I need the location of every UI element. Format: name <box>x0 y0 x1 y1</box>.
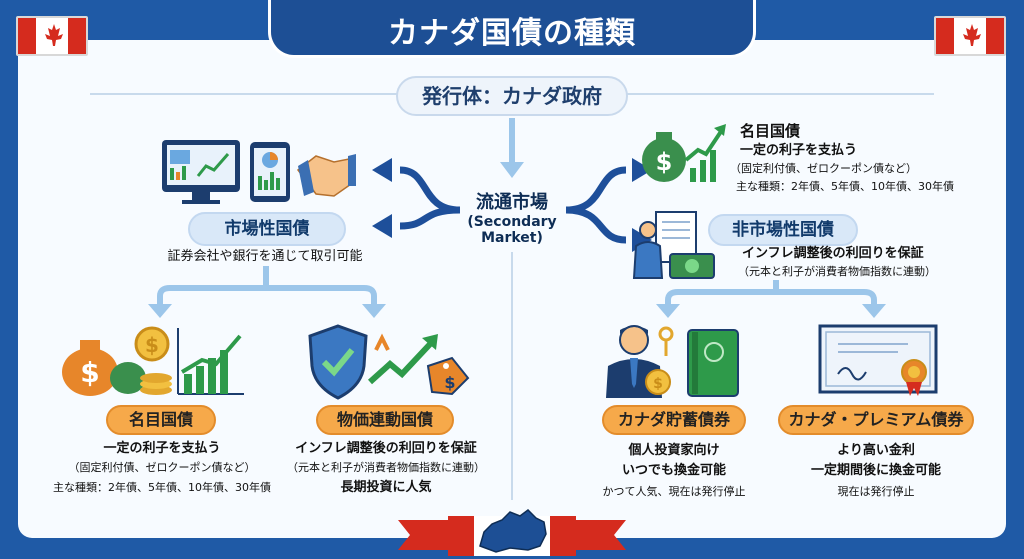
premium-line2: 一定期間後に換金可能 <box>810 463 941 478</box>
inflation-line3: 長期投資に人気 <box>340 480 432 495</box>
left-nominal-line1: 一定の利子を支払う <box>103 441 221 456</box>
savings-line1: 個人投資家向け <box>628 443 720 458</box>
right-nominal-title: 名目国債 <box>740 122 801 140</box>
svg-text:$: $ <box>653 376 663 392</box>
inflation-line1: インフレ調整後の利回りを保証 <box>295 441 477 456</box>
person-document-cash-icon <box>632 211 715 279</box>
inflation-line2: （元本と利子が消費者物価指数に連動） <box>287 461 485 474</box>
secondary-market-label: 流通市場 (Secondary Market) <box>444 188 580 246</box>
left-nominal-bonds-tag: 名目国債 <box>106 405 216 435</box>
secondary-market-title: 流通市場 <box>476 192 548 213</box>
svg-text:$: $ <box>444 373 455 392</box>
canada-premium-bonds-tag: カナダ・プレミアム債券 <box>778 405 974 435</box>
issuer-pill: 発行体：カナダ政府 <box>396 76 628 116</box>
left-nominal-line2: （固定利付債、ゼロクーポン債など） <box>68 461 256 474</box>
savings-line3: かつて人気、現在は発行停止 <box>602 485 746 498</box>
money-bag-growth-icon: $ <box>642 124 726 182</box>
left-nominal-line3: 主な種類：2年債、5年債、10年債、30年債 <box>53 481 271 494</box>
secondary-market-en-2: Market) <box>481 230 543 246</box>
investor-passbook-icon: $ <box>606 325 739 398</box>
secondary-market-en-1: (Secondary <box>467 214 557 230</box>
svg-text:$: $ <box>656 148 673 176</box>
premium-line3: 現在は発行停止 <box>837 485 915 498</box>
money-bags-chart-icon: $ $ <box>62 326 244 396</box>
marketable-bonds-heading: 市場性国債 <box>188 212 346 246</box>
shield-arrow-tag-icon: $ <box>308 324 470 400</box>
non-marketable-line1: インフレ調整後の利回りを保証 <box>742 246 924 261</box>
title-banner <box>268 0 756 58</box>
right-nominal-line3: 主な種類：2年債、5年債、10年債、30年債 <box>736 180 954 193</box>
premium-line1: より高い金利 <box>837 443 915 458</box>
trading-devices-icon <box>162 140 356 204</box>
non-marketable-bonds-heading: 非市場性国債 <box>708 214 858 246</box>
svg-text:$: $ <box>80 356 99 389</box>
inflation-linked-bonds-tag: 物価連動国債 <box>316 405 454 435</box>
right-nominal-line2: （固定利付債、ゼロクーポン債など） <box>730 162 917 175</box>
page-title: カナダ国債の種類 <box>388 16 636 51</box>
savings-line2: いつでも換金可能 <box>621 463 726 478</box>
canada-flag-left-icon <box>16 16 88 56</box>
canada-map-ribbon-icon <box>398 509 626 556</box>
canada-savings-bonds-tag: カナダ貯蓄債券 <box>602 405 746 435</box>
marketable-bonds-desc: 証券会社や銀行を通じて取引可能 <box>167 249 363 264</box>
canada-flag-right-icon <box>934 16 1006 56</box>
certificate-icon <box>818 324 938 396</box>
right-nominal-line1: 一定の利子を支払う <box>740 143 858 158</box>
non-marketable-line2: （元本と利子が消費者物価指数に連動） <box>738 265 936 278</box>
svg-text:$: $ <box>145 333 159 357</box>
